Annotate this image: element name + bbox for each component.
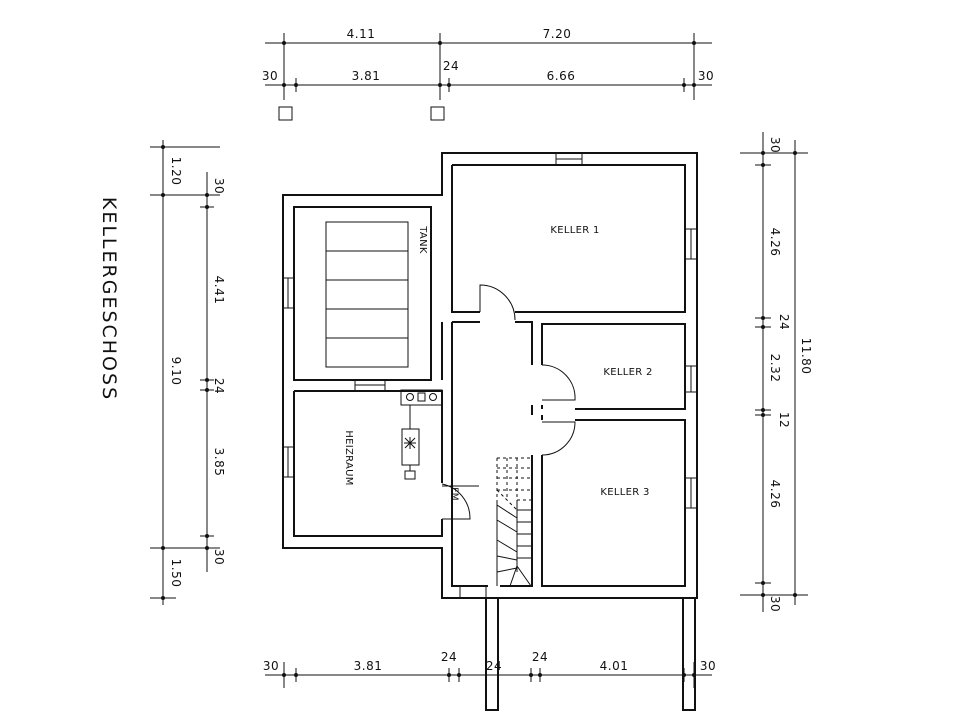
dim-top-total-2: 7.20 xyxy=(543,27,572,41)
heating-equipment xyxy=(400,389,443,480)
dim-bottom-1: 30 xyxy=(263,659,279,673)
dim-right-detail-3: 24 xyxy=(777,314,791,330)
room-label-keller-1: KELLER 1 xyxy=(550,225,599,236)
dim-left-detail-2: 4.41 xyxy=(212,276,226,305)
right-dimension-chain: 11.80 30 4.26 24 2.32 12 4.26 30 xyxy=(740,132,813,612)
plan-title: KELLERGESCHOSS xyxy=(98,197,120,401)
dim-left-detail-3: 24 xyxy=(212,378,226,394)
room-label-fm: FM xyxy=(449,487,459,501)
dim-top-detail-4: 6.66 xyxy=(547,69,576,83)
dim-top-total-1: 4.11 xyxy=(347,27,376,41)
oil-tank xyxy=(325,221,409,368)
dim-bottom-4: 24 xyxy=(486,659,502,673)
dim-right-detail-6: 4.26 xyxy=(768,480,782,509)
dim-bottom-6: 4.01 xyxy=(600,659,629,673)
dim-right-total-1: 11.80 xyxy=(799,338,813,375)
stairs xyxy=(496,457,532,587)
top-dimension-chain: 4.11 7.20 30 3.81 24 6.66 30 xyxy=(262,27,714,121)
dim-bottom-5: 24 xyxy=(532,650,548,664)
room-label-heizraum: HEIZRAUM xyxy=(343,430,354,485)
dim-top-detail-2: 3.81 xyxy=(352,69,381,83)
doors xyxy=(441,284,576,520)
dim-top-detail-3: 24 xyxy=(443,59,459,73)
dim-left-total-3: 1.50 xyxy=(169,559,183,588)
dim-left-total-1: 1.20 xyxy=(169,157,183,186)
dim-right-detail-4: 2.32 xyxy=(768,354,782,383)
dim-bottom-3: 24 xyxy=(441,650,457,664)
dim-right-detail-5: 12 xyxy=(777,412,791,428)
dim-left-total-2: 9.10 xyxy=(169,357,183,386)
bottom-dimension-chain: 30 3.81 24 24 24 4.01 30 xyxy=(263,650,716,688)
windows xyxy=(282,152,698,599)
dim-left-detail-1: 30 xyxy=(212,178,226,194)
dim-top-detail-5: 30 xyxy=(698,69,714,83)
dim-right-detail-2: 4.26 xyxy=(768,228,782,257)
dim-bottom-2: 3.81 xyxy=(354,659,383,673)
dim-left-detail-5: 30 xyxy=(212,549,226,565)
dim-top-detail-1: 30 xyxy=(262,69,278,83)
dim-bottom-7: 30 xyxy=(700,659,716,673)
room-label-keller-3: KELLER 3 xyxy=(600,487,649,498)
left-dimension-chain: 1.20 9.10 1.50 30 4.41 24 3.85 30 xyxy=(150,140,226,605)
room-label-keller-2: KELLER 2 xyxy=(603,367,652,378)
room-label-tank: TANK xyxy=(417,225,428,254)
dim-left-detail-4: 3.85 xyxy=(212,448,226,477)
dim-right-detail-7: 30 xyxy=(768,596,782,612)
dim-right-detail-1: 30 xyxy=(768,137,782,153)
